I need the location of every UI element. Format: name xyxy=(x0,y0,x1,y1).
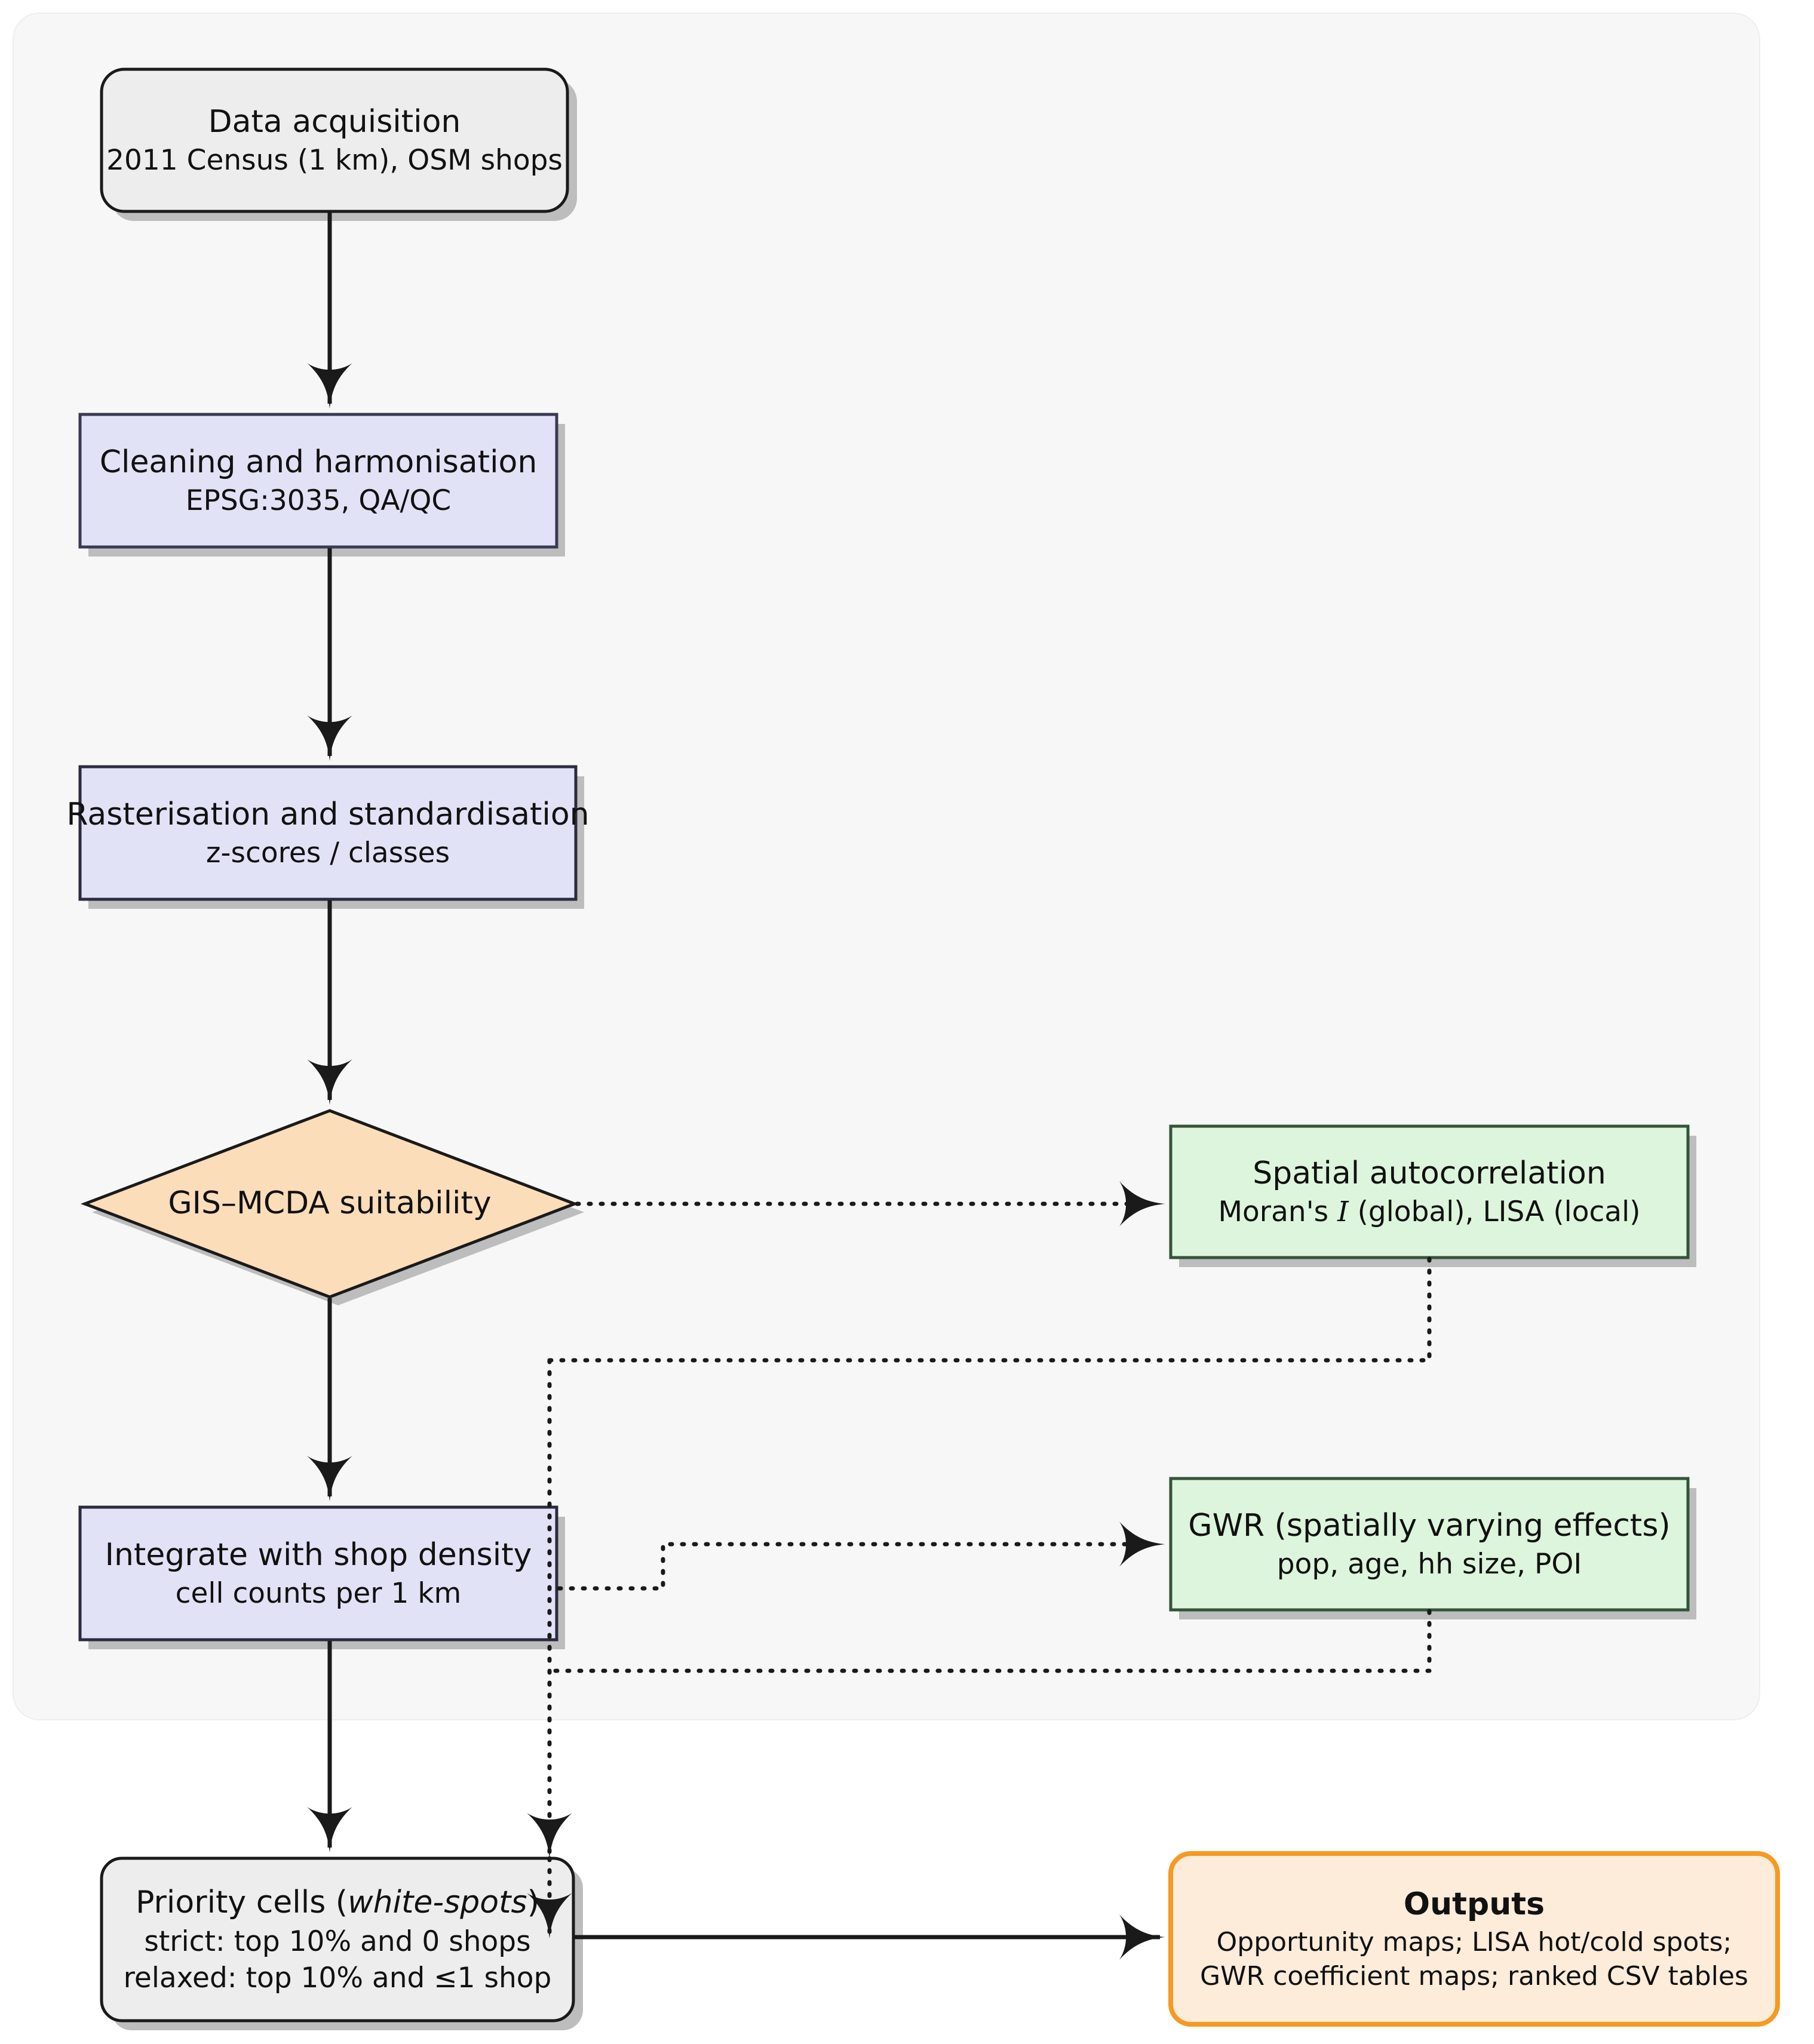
node-outputs[interactable] xyxy=(1168,1851,1780,2027)
solid-edges xyxy=(307,213,1165,1960)
edge-autocorrelation-to-priority xyxy=(547,1256,1432,1363)
node-cleaning[interactable] xyxy=(78,413,558,549)
node-integrate[interactable] xyxy=(78,1505,558,1642)
node-gwr[interactable] xyxy=(1169,1477,1690,1612)
node-data-acquisition[interactable] xyxy=(100,67,569,213)
node-spatial-autocorrelation[interactable] xyxy=(1169,1124,1690,1259)
edge-gwr-to-priority xyxy=(547,1609,1432,1673)
node-suitability[interactable] xyxy=(80,1109,579,1299)
edge-integrate-to-gwr xyxy=(557,1522,1165,1591)
dotted-edges xyxy=(527,1181,1432,1939)
node-priority-cells[interactable] xyxy=(100,1856,575,2023)
node-rasterisation[interactable] xyxy=(78,765,578,901)
